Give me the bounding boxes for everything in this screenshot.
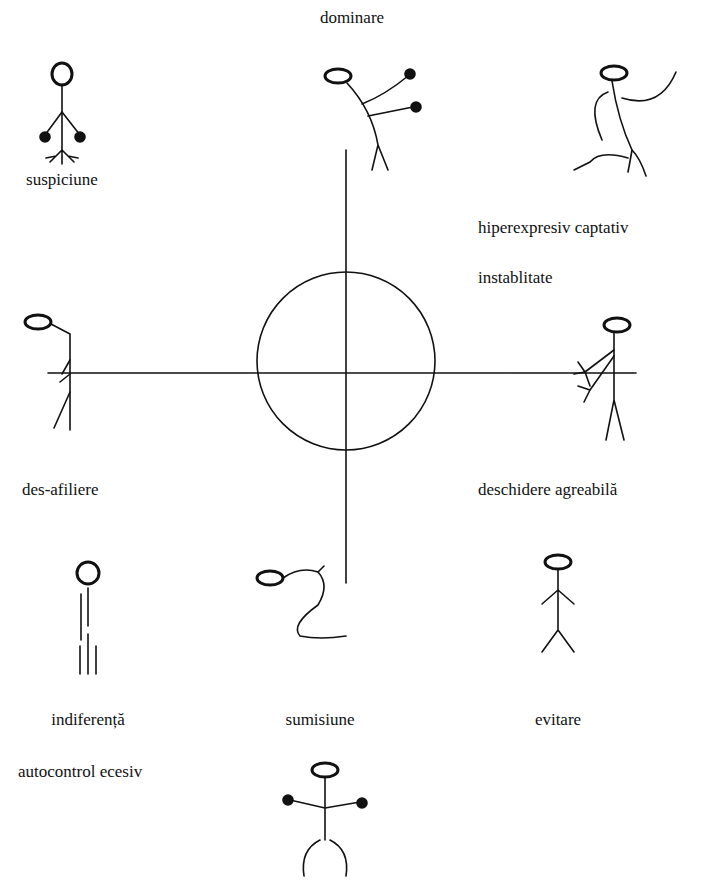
- disaffiliation-figure: [25, 315, 70, 430]
- vertical-axis: [345, 150, 347, 583]
- dominance-figure: [325, 69, 421, 170]
- avoidance-figure: [542, 555, 574, 652]
- horizontal-axis: [48, 372, 636, 374]
- posture-label: des-afiliere: [22, 480, 98, 500]
- center-circle: [257, 272, 435, 450]
- hyperexpressive-figure: [574, 66, 676, 176]
- posture-label: suspiciune: [26, 170, 98, 190]
- posture-label: dominare: [320, 8, 384, 28]
- posture-label: evitare: [535, 710, 581, 730]
- posture-label: sumisiune: [286, 710, 355, 730]
- closed-posture-figure: [283, 763, 367, 876]
- posture-label: hiperexpresiv captativ: [478, 218, 629, 238]
- posture-label: deschidere agreabilă: [478, 480, 617, 500]
- indifference-figure: [77, 562, 99, 674]
- posture-label: instablitate: [478, 268, 553, 288]
- posture-label: autocontrol ecesiv: [18, 762, 142, 782]
- posture-label: indiferență: [51, 710, 125, 730]
- openness-figure: [574, 318, 630, 440]
- suspicion-figure: [40, 63, 85, 164]
- submission-figure: [257, 566, 346, 638]
